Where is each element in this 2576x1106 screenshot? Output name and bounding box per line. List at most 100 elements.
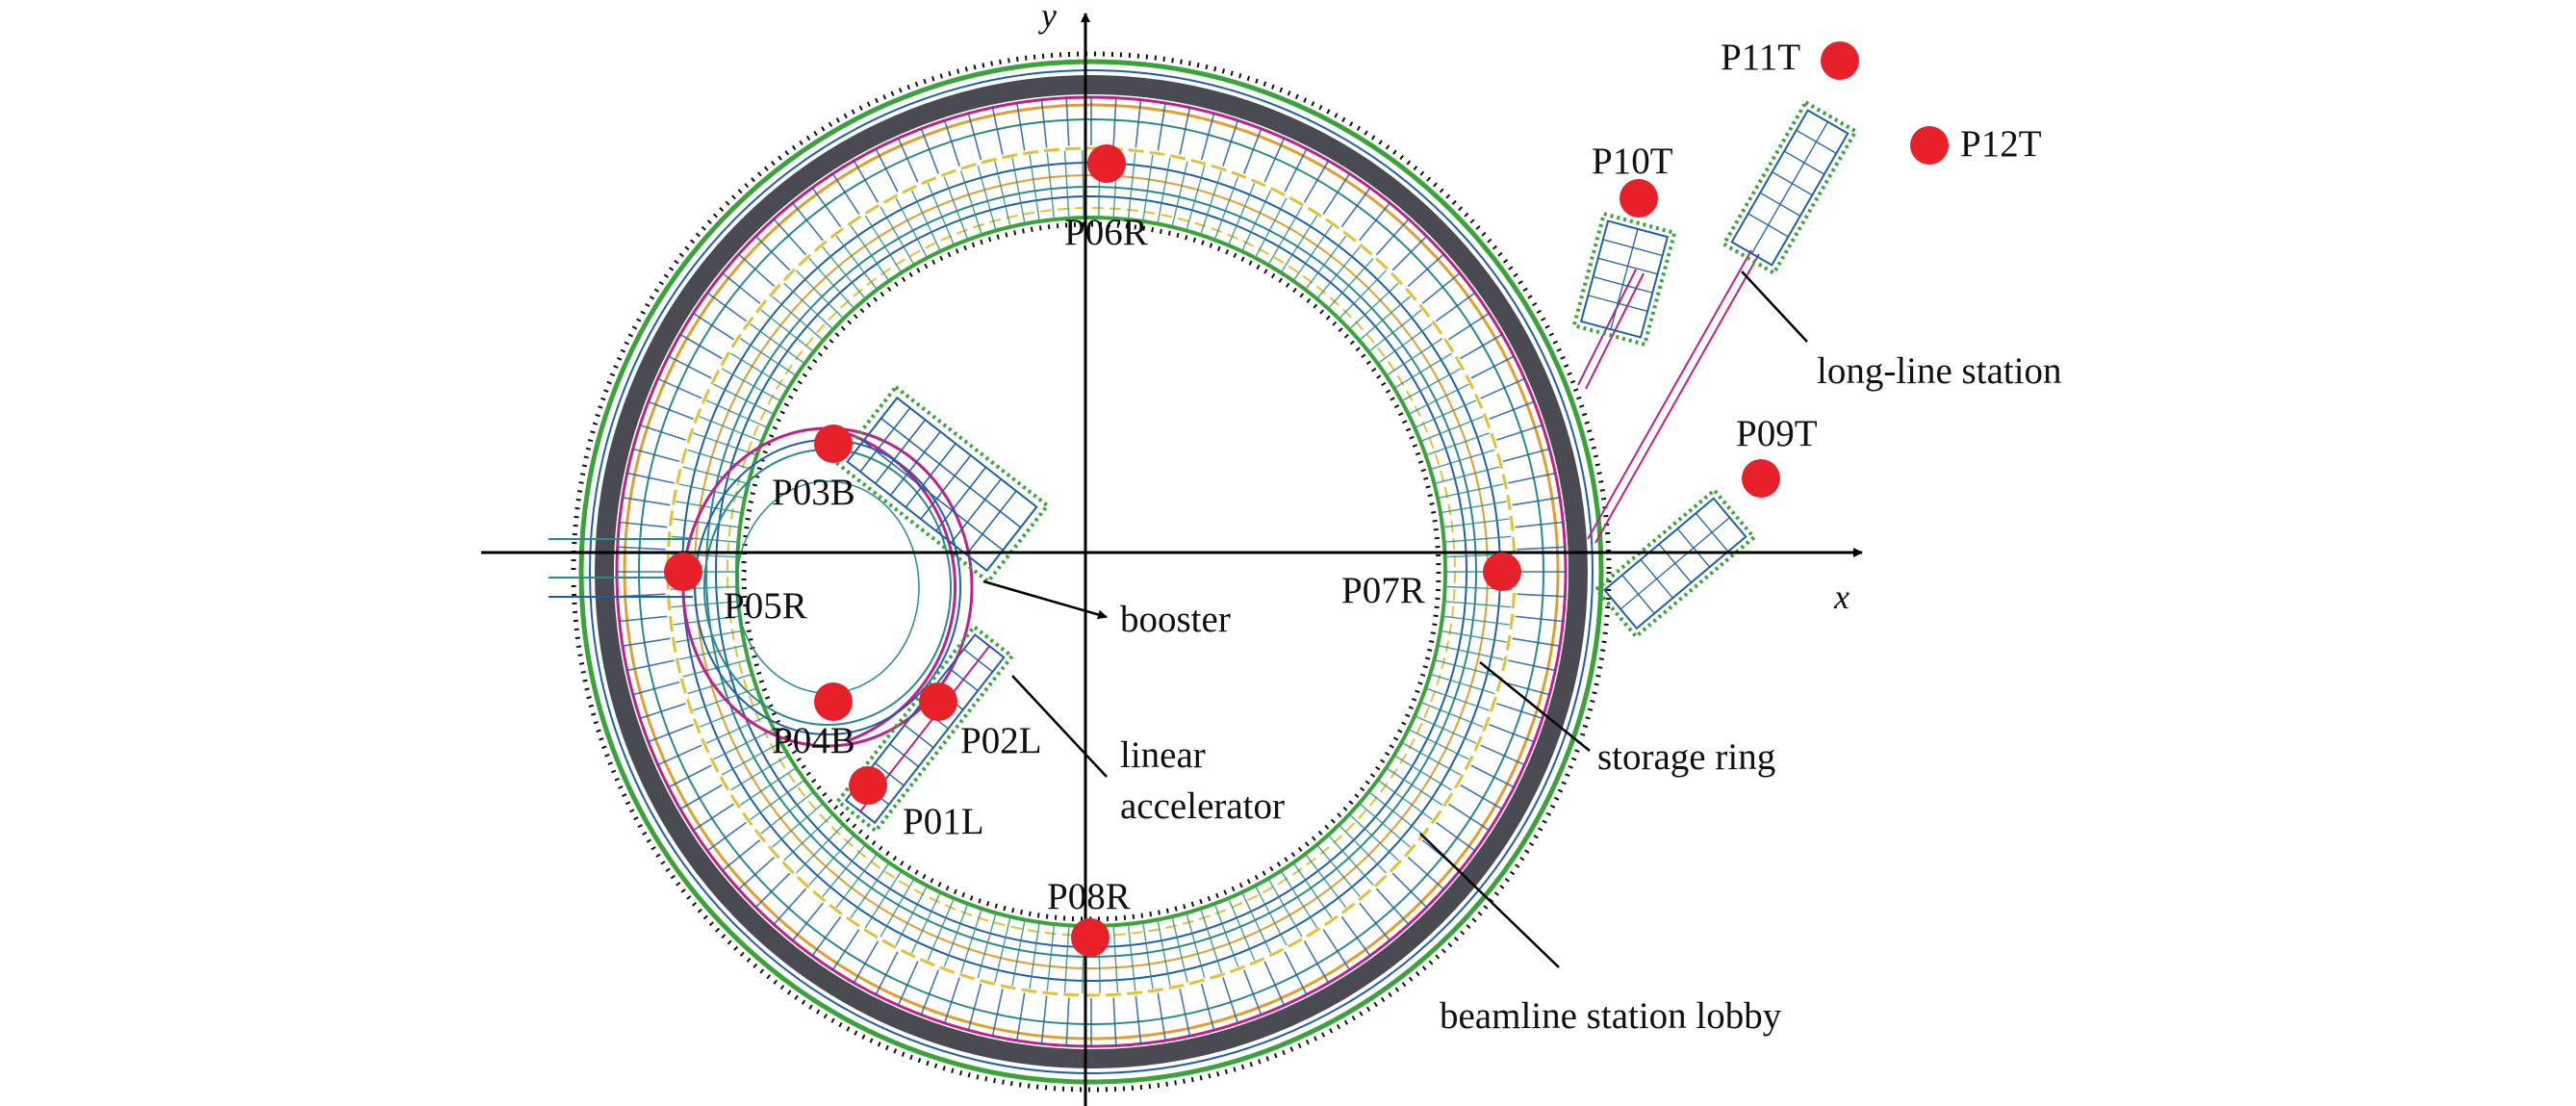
lobby-partition-line <box>1517 546 1567 551</box>
lobby-partition-line <box>678 333 723 360</box>
ring-tunnel-partition-line <box>1011 921 1026 987</box>
ring-tunnel-partition-line <box>1339 270 1387 319</box>
lobby-partition-line <box>1448 312 1491 341</box>
lobby-partition-line <box>1179 989 1191 1038</box>
lobby-partition-line <box>1470 764 1516 788</box>
ring-tunnel-partition-line <box>750 322 804 364</box>
lobby-partition-line <box>737 252 776 288</box>
ring-tunnel-partition-line <box>687 449 751 470</box>
ring-tunnel-partition-line <box>739 338 796 375</box>
lobby-partition-line <box>667 355 712 379</box>
lobby-partition-line <box>1065 997 1070 1047</box>
linear-accelerator-label-line1: linear <box>1120 734 1206 776</box>
ring-tunnel-partition-line <box>713 729 773 760</box>
point-label-p11t: P11T <box>1721 37 1800 78</box>
lobby-partition-line <box>737 856 776 891</box>
lobby-partition-line <box>1435 821 1477 853</box>
ring-tunnel-partition-line <box>1157 157 1171 222</box>
lobby-partition-line <box>656 744 702 766</box>
lobby-partition-line <box>1040 98 1048 148</box>
ring-tunnel-partition-line <box>959 910 982 973</box>
lobby-partition-line <box>1502 448 1551 463</box>
lobby-partition-line <box>1040 995 1048 1045</box>
lobby-partition-line <box>897 137 919 183</box>
point-label-p06r: P06R <box>1064 212 1148 253</box>
lobby-partition-line <box>920 127 939 174</box>
lobby-partition-line <box>1263 137 1286 183</box>
lobby-partition-line <box>920 969 939 1016</box>
lobby-partition-line <box>1284 951 1308 996</box>
ring-tunnel-partition-line <box>1011 157 1026 222</box>
ring-tunnel-partition-line <box>1443 615 1510 626</box>
ring-tunnel-partition-line <box>1360 296 1412 340</box>
ring-tunnel-partition-line <box>1360 804 1412 848</box>
lobby-partition-line <box>1200 112 1215 161</box>
linear-accelerator-leader <box>1011 675 1108 778</box>
ring-tunnel-partition-line <box>835 855 877 909</box>
long-line-station-label: long-line station <box>1817 350 2062 392</box>
lobby-partition-line <box>1222 118 1239 167</box>
lobby-partition-line <box>705 821 748 853</box>
ring-tunnel-partition-line <box>1445 601 1512 608</box>
ring-tunnel-partition-line <box>977 165 997 229</box>
lobby-partition-line <box>692 803 734 832</box>
ring-tunnel-partition-line <box>1441 630 1507 643</box>
ring-tunnel-partition-line <box>1416 715 1477 744</box>
point-label-p12t: P12T <box>1960 123 2042 165</box>
point-marker-p05r <box>664 553 702 591</box>
ring-tunnel-partition-line <box>1255 197 1288 257</box>
lobby-partition-line <box>1448 803 1491 832</box>
lobby-partition-line <box>853 159 880 203</box>
lobby-partition-line <box>1517 593 1567 598</box>
x-axis-label: x <box>1833 578 1849 616</box>
lobby-partition-line <box>791 902 824 942</box>
station-block-long-line <box>1721 99 1859 276</box>
point-marker-p02l <box>919 682 957 721</box>
lobby-partition-line <box>810 915 842 958</box>
point-marker-p11t <box>1821 41 1859 80</box>
ring-tunnel-partition-line <box>1436 466 1500 484</box>
ring-tunnel-partition-line <box>1200 170 1223 234</box>
ring-tunnel-partition-line <box>1228 899 1256 962</box>
lobby-partition-line <box>1065 96 1070 146</box>
ring-tunnel-partition-line <box>880 206 914 264</box>
lobby-partition-line <box>1015 101 1026 151</box>
storage-ring-label: storage ring <box>1597 736 1775 778</box>
lobby-partition-line <box>1391 235 1428 271</box>
lobby-partition-line <box>1303 159 1330 203</box>
lobby-partition-line <box>621 637 671 648</box>
point-label-p07r: P07R <box>1341 570 1425 611</box>
point-label-p05r: P05R <box>724 585 807 627</box>
ring-tunnel-partition-line <box>1306 235 1347 289</box>
point-marker-p12t <box>1910 126 1949 165</box>
lobby-partition-line <box>1502 681 1551 696</box>
ring-tunnel-partition-line <box>1293 224 1333 280</box>
ring-tunnel-partition-line <box>1186 165 1206 229</box>
lobby-partition-line <box>1480 377 1526 399</box>
point-markers <box>664 41 1949 957</box>
lobby-partition-line <box>1243 127 1262 174</box>
ring-tunnel-partition-line <box>705 715 767 744</box>
leader-lines <box>982 270 1808 968</box>
ring-tunnel-partition-line <box>796 270 843 319</box>
lobby-partition-line <box>1284 147 1308 193</box>
ring-tunnel-partition-line <box>1268 206 1303 264</box>
long-line-station-leader <box>1741 270 1808 343</box>
ring-tunnel-partition-line <box>808 258 854 308</box>
lobby-partition-line <box>772 218 807 256</box>
ring-tunnel-partition-line <box>822 845 865 897</box>
ring-tunnel-partition-line <box>721 742 780 776</box>
component-labels: booster linear accelerator storage ring … <box>1120 350 2062 1037</box>
lobby-partition-line <box>943 118 960 167</box>
storage-ring-structure <box>571 51 1612 1093</box>
ring-tunnel-partition-line <box>1329 836 1374 886</box>
ring-tunnel-partition-line <box>760 309 813 351</box>
lobby-partition-line <box>991 989 1004 1038</box>
station-block-p10t <box>1571 211 1677 347</box>
lobby-partition-line <box>1200 983 1215 1032</box>
ring-tunnel-partition-line <box>1350 282 1399 329</box>
ring-tunnel-partition-line <box>1395 352 1453 388</box>
lobby-partition-line <box>1157 101 1167 151</box>
lobby-partition-line <box>1375 218 1411 256</box>
